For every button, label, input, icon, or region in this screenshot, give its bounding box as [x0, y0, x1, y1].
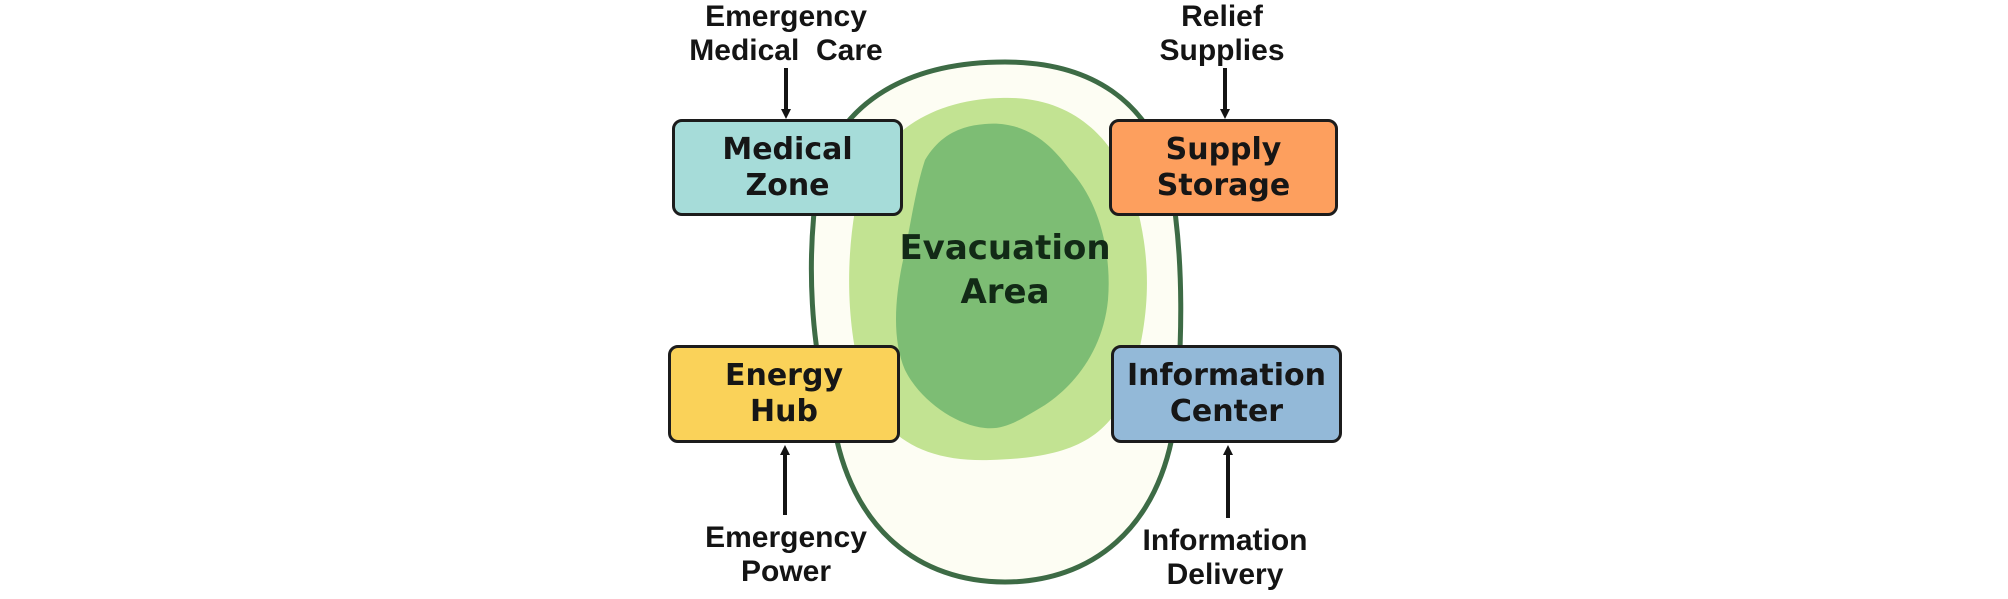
evacuation-core [896, 123, 1109, 429]
emergency-power-line2: Power [740, 555, 832, 588]
medical-zone-box: Medical Zone [672, 119, 903, 216]
supply-storage-line1: Supply [1165, 131, 1282, 167]
information-center-line1: Information [1126, 358, 1327, 393]
supply-storage-line2: Storage [1156, 167, 1291, 203]
information-center-line2: Center [1169, 394, 1284, 429]
emergency-medical-care-line1: Emergency [705, 0, 867, 33]
supply-storage-box: Supply Storage [1109, 119, 1338, 216]
energy-hub-box: Energy Hub [668, 345, 900, 443]
medical-zone-line1: Medical [722, 131, 853, 167]
information-center-box: Information Center [1111, 345, 1342, 443]
relief-supplies-line2: Supplies [1159, 34, 1285, 67]
emergency-medical-care-label: Emergency Medical Care [636, 0, 936, 68]
evacuation-area-label: Evacuation Area [870, 226, 1140, 314]
evacuation-area-label-line2: Area [960, 272, 1050, 312]
evacuation-area-label-line1: Evacuation [899, 228, 1111, 268]
information-delivery-line1: Information [1142, 524, 1308, 557]
relief-supplies-line1: Relief [1181, 0, 1263, 33]
medical-zone-line2: Zone [745, 167, 830, 203]
energy-hub-line1: Energy [724, 358, 844, 393]
relief-supplies-label: Relief Supplies [1072, 0, 1372, 68]
energy-hub-line2: Hub [750, 394, 818, 429]
emergency-power-line1: Emergency [705, 521, 867, 554]
information-delivery-label: Information Delivery [1075, 524, 1375, 592]
information-delivery-line2: Delivery [1166, 558, 1284, 591]
emergency-power-label: Emergency Power [636, 521, 936, 589]
emergency-medical-care-line2: Medical Care [689, 34, 883, 67]
